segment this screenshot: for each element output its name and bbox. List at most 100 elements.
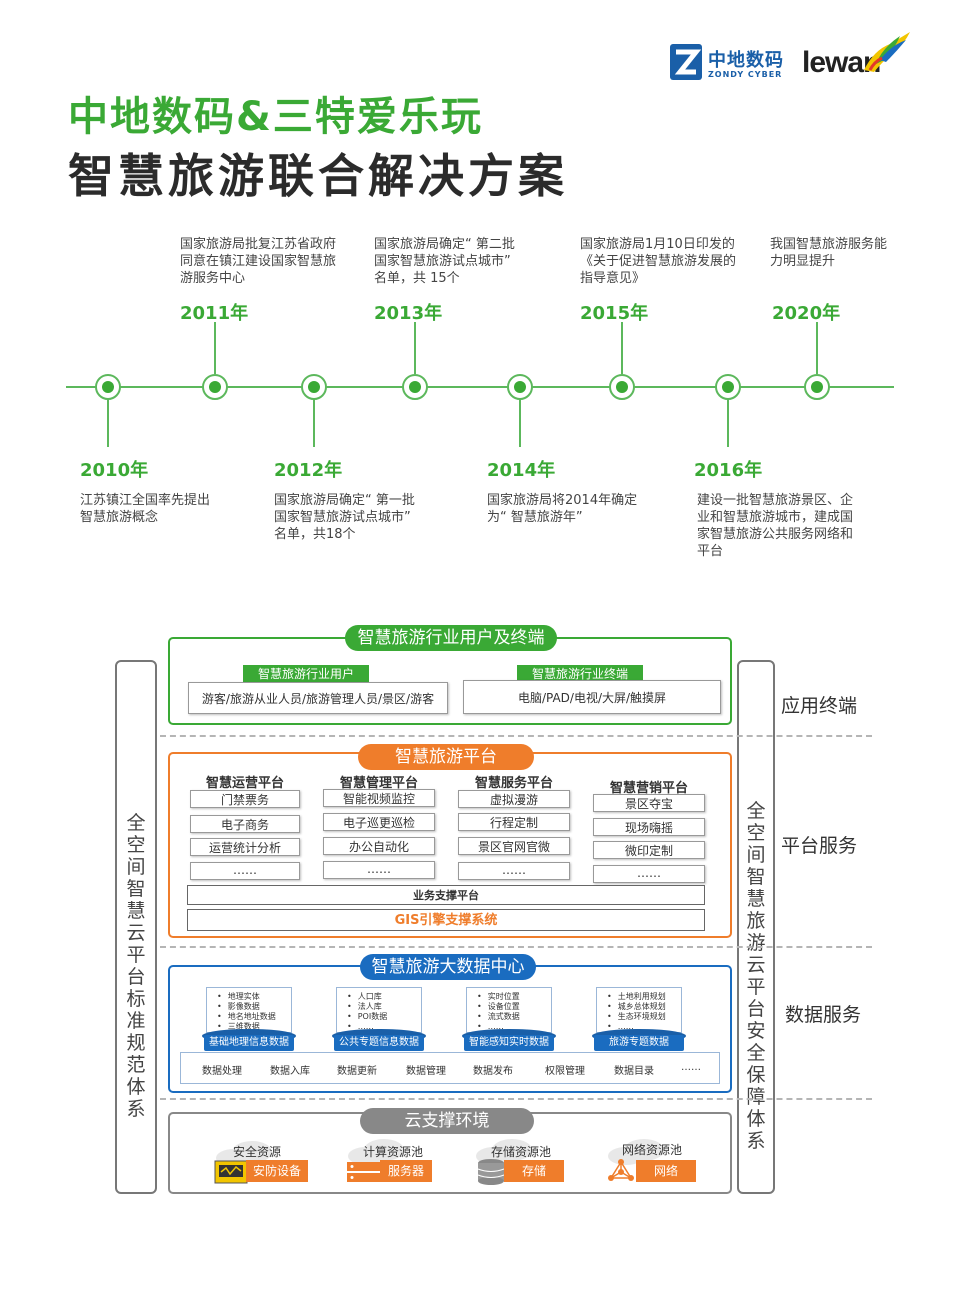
cloud-item-title: 存储资源池 [491,1145,552,1159]
title-line2: 智慧旅游联合解决方案 [68,149,568,203]
security-device-icon [214,1160,248,1184]
data-source-item: 地名地址数据 [217,1012,291,1022]
users-panel-title: 智慧旅游行业用户及终端 [345,625,557,651]
data-source-item: …… [477,1022,551,1032]
timeline-text: 国家旅游局确定“ 第二批国家智慧旅游试点城市” 名单，共 15个 [374,237,515,286]
layer-label-terminal: 应用终端 [781,695,858,717]
standards-column-text: 全空间智慧云平台标准规范体系 [126,812,146,1120]
platform-column-title: 智慧管理平台 [339,776,418,791]
cloud-item-tag: 服务器 [380,1160,432,1182]
data-source-card: 实时位置 设备位置 流式数据 …… [466,987,552,1033]
timeline-stem [621,322,623,374]
data-op: 数据目录 [614,1066,654,1077]
data-source-item: …… [347,1022,421,1032]
timeline-node [301,374,327,400]
platform-item: 行程定制 [458,813,570,831]
timeline-text: 国家旅游局1月10日印发的《关于促进智慧旅游发展的指导意见》 [580,237,737,286]
timeline-node [202,374,228,400]
platform-column-title: 智慧营销平台 [609,781,688,796]
timeline-text: 建设一批智慧旅游景区、企业和智慧旅游城市，建成国家智慧旅游公共服务网络和平台 [697,493,854,559]
platform-item: 电子商务 [190,815,300,833]
timeline-stem [313,399,315,447]
data-source-item: …… [607,1022,681,1032]
platform-column-title: 智慧运营平台 [205,776,284,791]
cloud-item-title: 网络资源池 [622,1143,683,1157]
timeline-year: 2015年 [580,303,649,324]
users-box: 游客/旅游从业人员/旅游管理人员/景区/游客 [188,682,448,714]
timeline-year: 2013年 [374,303,443,324]
storage-icon [477,1159,505,1185]
platform-item: …… [323,861,435,879]
platform-item: 虚拟漫游 [458,790,570,808]
terminal-box: 电脑/PAD/电视/大屏/触摸屏 [463,680,721,714]
cloud-item-title: 计算资源池 [363,1145,424,1159]
data-op: 权限管理 [545,1066,585,1077]
platform-item: 运营统计分析 [190,838,300,856]
timeline-stem [816,322,818,374]
platform-column-title: 智慧服务平台 [474,776,553,791]
data-source-item: 法人库 [347,1002,421,1012]
data-source-item: 城乡总体规划 [607,1002,681,1012]
lewan-logo: lewan [802,30,912,82]
timeline-stem [214,322,216,374]
data-ops-bar [180,1052,720,1084]
data-center-title: 智慧旅游大数据中心 [360,954,536,980]
users-tag: 智慧旅游行业用户 [243,665,369,683]
zondy-logo-icon [670,44,702,80]
data-op: 数据入库 [270,1066,310,1077]
timeline-text: 国家旅游局确定“ 第一批国家智慧旅游试点城市” 名单，共18个 [274,493,415,542]
standards-column [115,660,157,1194]
platform-item: …… [593,865,705,883]
platform-item: 办公自动化 [323,837,435,855]
timeline-node [715,374,741,400]
timeline-node [95,374,121,400]
zondy-logo: 中地数码 ZONDY CYBER [668,42,788,84]
title-line1: 中地数码&三特爱乐玩 [68,94,483,140]
data-op: 数据处理 [202,1066,242,1077]
timeline-stem [519,399,521,447]
timeline-node [804,374,830,400]
data-source-tag: 公共专题信息数据 [334,1035,424,1051]
layer-divider [160,946,872,948]
data-source-tag: 智能感知实时数据 [464,1035,554,1051]
timeline-text: 江苏镇江全国率先提出智慧旅游概念 [80,493,211,525]
terminal-tag: 智慧旅游行业终端 [517,665,643,683]
timeline-node [609,374,635,400]
timeline-stem [727,399,729,447]
platform-item: 门禁票务 [190,790,300,808]
cloud-item-tag: 网络 [636,1160,696,1182]
data-source-card: 地理实体 影像数据 地名地址数据 三维数据 [206,987,292,1033]
layer-divider [160,1098,872,1100]
timeline-text: 我国智慧旅游服务能力明显提升 [770,237,888,269]
data-source-tag: 基础地理信息数据 [204,1035,294,1051]
timeline-year: 2011年 [180,303,249,324]
data-source-tag: 旅游专题数据 [594,1035,684,1051]
data-source-item: 土地利用规划 [607,992,681,1002]
platform-item: …… [190,862,300,880]
bird-icon [864,32,910,72]
timeline-stem [107,399,109,447]
timeline-year: 2014年 [487,460,556,481]
timeline-year: 2016年 [694,460,763,481]
data-ops-row: 数据处理 数据入库 数据更新 数据管理 数据发布 权限管理 数据目录 …… [0,1062,960,1077]
zondy-logo-cn: 中地数码 [708,50,784,71]
security-column-text: 全空间智慧旅游云平台安全保障体系 [746,800,766,1152]
timeline-node [507,374,533,400]
platform-item: 现场嗨摇 [593,818,705,836]
data-op: 数据更新 [337,1066,377,1077]
data-source-item: POI数据 [347,1012,421,1022]
platform-item: 景区官网官微 [458,837,570,855]
timeline-stem [414,322,416,374]
data-op: 数据发布 [473,1066,513,1077]
zondy-logo-en: ZONDY CYBER [708,70,783,79]
cloud-bg-icon [348,1139,404,1165]
layer-divider [160,735,872,737]
timeline-year: 2020年 [772,303,841,324]
platform-panel-title: 智慧旅游平台 [358,744,534,770]
cloud-item-title: 安全资源 [233,1145,282,1159]
data-source-item: 人口库 [347,992,421,1002]
lewan-logo-text: lewan [802,46,881,79]
business-support-bar: 业务支撑平台 [187,885,705,905]
data-source-item: 流式数据 [477,1012,551,1022]
timeline-year: 2012年 [274,460,343,481]
